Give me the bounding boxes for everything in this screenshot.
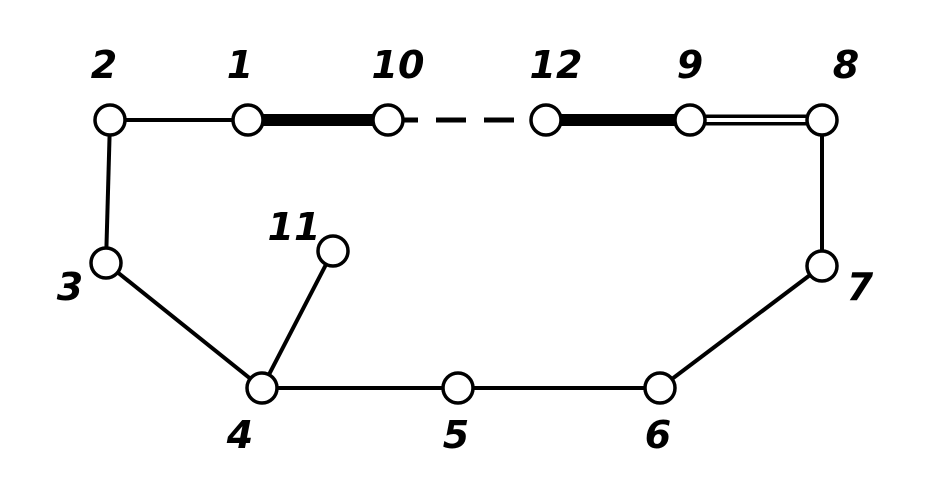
node-9 [673, 103, 707, 137]
node-6 [643, 371, 677, 405]
node-label-4: 4 [226, 413, 253, 457]
node-label-8: 8 [833, 43, 859, 87]
node-label-2: 2 [91, 43, 117, 87]
node-label-12: 12 [530, 43, 583, 87]
node-label-7: 7 [847, 265, 874, 309]
node-12 [529, 103, 563, 137]
edges-layer [104, 114, 824, 390]
node-label-6: 6 [645, 413, 671, 457]
edge-2-3 [104, 119, 112, 264]
node-label-10: 10 [372, 43, 425, 87]
node-10 [371, 103, 405, 137]
node-label-3: 3 [57, 265, 83, 309]
edge-3-4 [104, 261, 264, 390]
node-4 [245, 371, 279, 405]
edge-6-7 [658, 264, 824, 390]
node-label-1: 1 [227, 43, 253, 87]
node-label-9: 9 [677, 43, 703, 87]
node-5 [441, 371, 475, 405]
node-11 [316, 234, 350, 268]
node-label-11: 11 [268, 205, 321, 249]
node-2 [93, 103, 127, 137]
node-label-5: 5 [443, 413, 469, 457]
node-1 [231, 103, 265, 137]
node-3 [89, 246, 123, 280]
node-7 [805, 249, 839, 283]
nodes-layer [89, 103, 839, 405]
edge-4-11 [260, 250, 335, 389]
node-8 [805, 103, 839, 137]
